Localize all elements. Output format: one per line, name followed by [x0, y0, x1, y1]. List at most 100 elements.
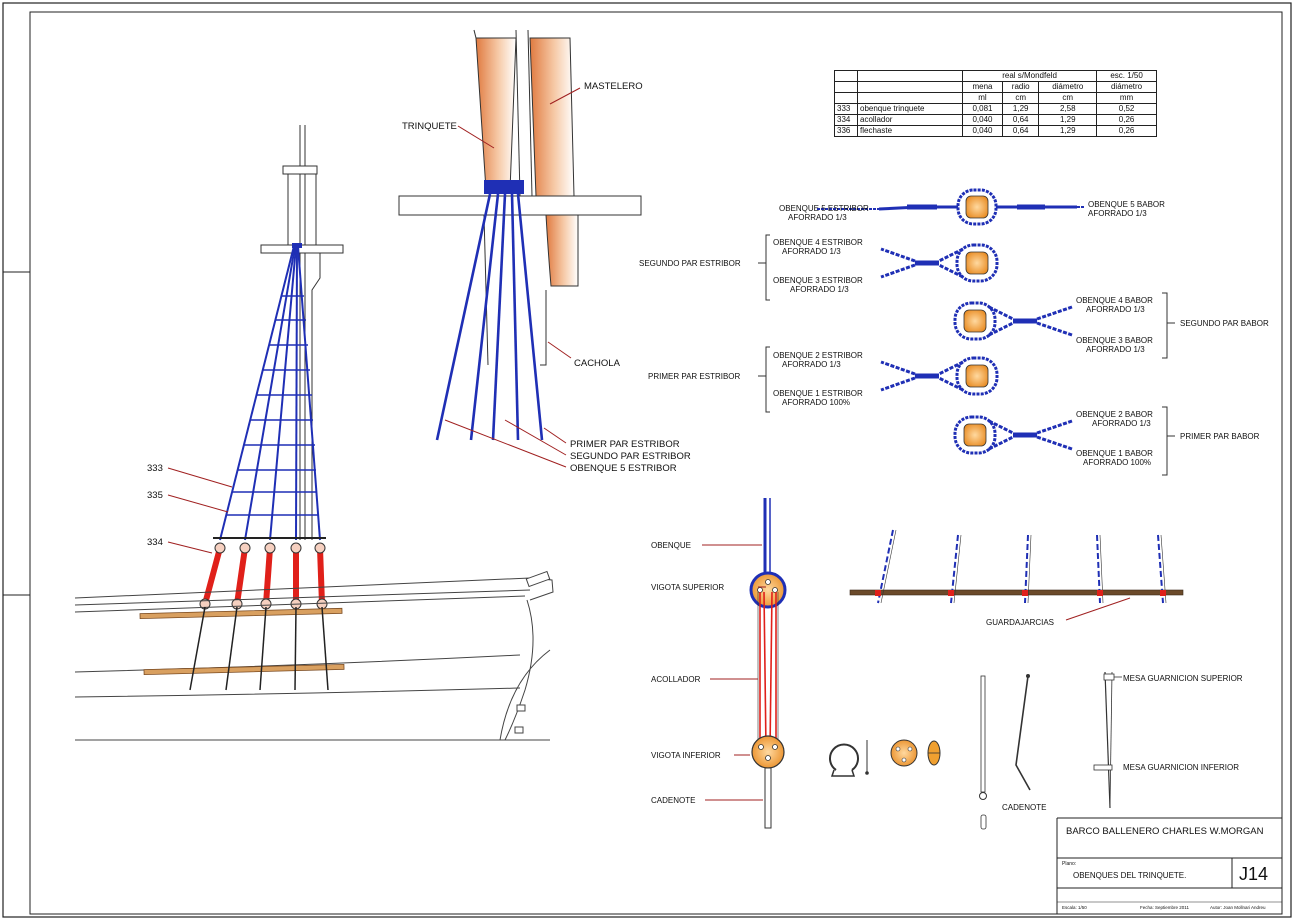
lanyard: [234, 545, 248, 607]
label-mastelero: MASTELERO: [584, 81, 643, 92]
row-name: acollador: [857, 114, 963, 126]
unit-ml: ml: [962, 92, 1003, 104]
guardajarcia-lanyard: [948, 590, 954, 596]
guardajarcia-shroud-edge: [1027, 534, 1032, 604]
label-segundo-par-estribor-top: SEGUNDO PAR ESTRIBOR: [570, 451, 691, 462]
mast-section-icon: [965, 364, 989, 388]
label-segundo-par-babor: SEGUNDO PAR BABOR: [1180, 319, 1269, 328]
row-num: 333: [834, 103, 858, 115]
label-ob2-babor-afo: AFORRADO 1/3: [1092, 419, 1151, 428]
shroud-leg: [1036, 419, 1073, 451]
label-333: 333: [147, 463, 163, 474]
label-ob2-estribor: OBENQUE 2 ESTRIBOR: [773, 351, 863, 360]
guardajarcia-lanyard: [1022, 590, 1028, 596]
label-ob4-babor-afo: AFORRADO 1/3: [1086, 305, 1145, 314]
label-ob2-estribor-afo: AFORRADO 1/3: [782, 360, 841, 369]
label-acollador: ACOLLADOR: [651, 675, 701, 684]
col-mena: mena: [962, 81, 1003, 93]
unit-cm: cm: [1001, 92, 1040, 104]
table-header-real: real s/Mondfeld: [961, 70, 1098, 82]
label-cadenote: CADENOTE: [651, 796, 695, 805]
title-block: BARCO BALLENERO CHARLES W.MORGAN Plano: …: [1056, 817, 1282, 914]
label-primer-par-estribor: PRIMER PAR ESTRIBOR: [648, 372, 741, 381]
table-row: 333 obenque trinquete 0,081 1,29 2,58 0,…: [834, 103, 1157, 115]
mast-section-icon: [965, 195, 989, 219]
col-diametro: diámetro: [1038, 81, 1098, 93]
table-column-row: mena radio diámetro diámetro: [834, 81, 1157, 93]
label-vigota-inferior: VIGOTA INFERIOR: [651, 751, 721, 760]
upper-deadeye: [239, 542, 251, 554]
lanyard: [317, 545, 325, 607]
label-cadenote-2: CADENOTE: [1002, 803, 1046, 812]
row-mena: 0,040: [962, 114, 1003, 126]
table-cell: [834, 81, 858, 93]
row-diam-mm: 0,52: [1096, 103, 1157, 115]
label-ob1-estribor-afo: AFORRADO 100%: [782, 398, 850, 407]
label-segundo-par-estribor: SEGUNDO PAR ESTRIBOR: [639, 259, 741, 268]
row-name: flechaste: [857, 125, 963, 137]
plano-label: Plano:: [1062, 861, 1076, 867]
row-diam: 2,58: [1038, 103, 1098, 115]
guardajarcia-shroud: [877, 529, 894, 604]
table-row: 336 flechaste 0,040 0,64 1,29 0,26: [834, 125, 1157, 137]
side-view: 333 335 334: [74, 125, 554, 741]
label-ob4-estribor: OBENQUE 4 ESTRIBOR: [773, 238, 863, 247]
label-ob3-babor-afo: AFORRADO 1/3: [1086, 345, 1145, 354]
guardajarcia-lanyard: [1097, 590, 1103, 596]
guardajarcias-detail: GUARDAJARCIAS: [849, 529, 1184, 627]
label-ob5-estribor: OBENQUE 5 ESTRIBOR: [779, 204, 869, 213]
plano-title: OBENQUES DEL TRINQUETE.: [1073, 871, 1186, 880]
table-cell: [834, 70, 858, 82]
label-primer-par-babor: PRIMER PAR BABOR: [1180, 432, 1260, 441]
label-cachola: CACHOLA: [574, 358, 621, 369]
row-radio: 0,64: [1001, 114, 1040, 126]
table-cell: [857, 81, 963, 93]
label-obenque: OBENQUE: [651, 541, 691, 550]
table-header-group-row: real s/Mondfeld esc. 1/50: [834, 70, 1157, 82]
row-diam: 1,29: [1038, 114, 1098, 126]
shroud-eye: [953, 415, 997, 455]
label-ob1-babor-afo: AFORRADO 100%: [1083, 458, 1151, 467]
label-mesa-superior: MESA GUARNICION SUPERIOR: [1123, 674, 1243, 683]
label-obenque5-estribor-top: OBENQUE 5 ESTRIBOR: [570, 463, 677, 474]
shroud-eye: [953, 301, 997, 341]
escala: Escala: 1/50: [1062, 905, 1087, 910]
guardajarcia-shroud-edge: [953, 534, 962, 604]
autor: Autor: Joan Mollnari Andreu: [1210, 905, 1266, 910]
deadeye-detail: OBENQUE VIGOTA SUPERIOR ACOLLADOR VIGOTA…: [651, 498, 787, 829]
deadeye-parts: [829, 739, 941, 777]
shroud-pair-labels: OBENQUE 5 ESTRIBOR AFORRADO 1/3 OBENQUE …: [639, 200, 1269, 476]
shroud-leg: [938, 360, 964, 392]
label-ob3-estribor-afo: AFORRADO 1/3: [790, 285, 849, 294]
upper-deadeye: [314, 542, 326, 554]
label-ob4-babor: OBENQUE 4 BABOR: [1076, 296, 1153, 305]
label-334: 334: [147, 537, 163, 548]
mesa-guarnicion-detail: MESA GUARNICION SUPERIOR MESA GUARNICION…: [1093, 671, 1243, 809]
shroud-eye: [955, 243, 999, 283]
mast-section-icon: [963, 309, 987, 333]
label-ob4-estribor-afo: AFORRADO 1/3: [782, 247, 841, 256]
upper-deadeye: [264, 542, 276, 554]
upper-deadeye: [290, 542, 302, 554]
label-primer-par-estribor-top: PRIMER PAR ESTRIBOR: [570, 439, 680, 450]
materials-table: real s/Mondfeld esc. 1/50 mena radio diá…: [834, 70, 1157, 137]
shroud-leg: [938, 247, 964, 279]
row-num: 336: [834, 125, 858, 137]
table-unit-row: ml cm cm mm: [834, 92, 1157, 104]
unit-cm: cm: [1038, 92, 1098, 104]
label-ob5-babor-afo: AFORRADO 1/3: [1088, 209, 1147, 218]
lanyard: [263, 545, 273, 607]
table-cell: [857, 70, 963, 82]
shroud-leg: [988, 305, 1014, 337]
label-guardajarcias: GUARDAJARCIAS: [986, 618, 1054, 627]
row-name: obenque trinquete: [857, 103, 963, 115]
lanyard: [202, 545, 223, 607]
label-ob5-estribor-afo: AFORRADO 1/3: [788, 213, 847, 222]
ship-name: BARCO BALLENERO CHARLES W.MORGAN: [1066, 826, 1264, 837]
row-diam-mm: 0,26: [1096, 125, 1157, 137]
row-mena: 0,081: [962, 103, 1003, 115]
label-ob1-babor: OBENQUE 1 BABOR: [1076, 449, 1153, 458]
col-radio: radio: [1001, 81, 1040, 93]
row-radio: 1,29: [1001, 103, 1040, 115]
